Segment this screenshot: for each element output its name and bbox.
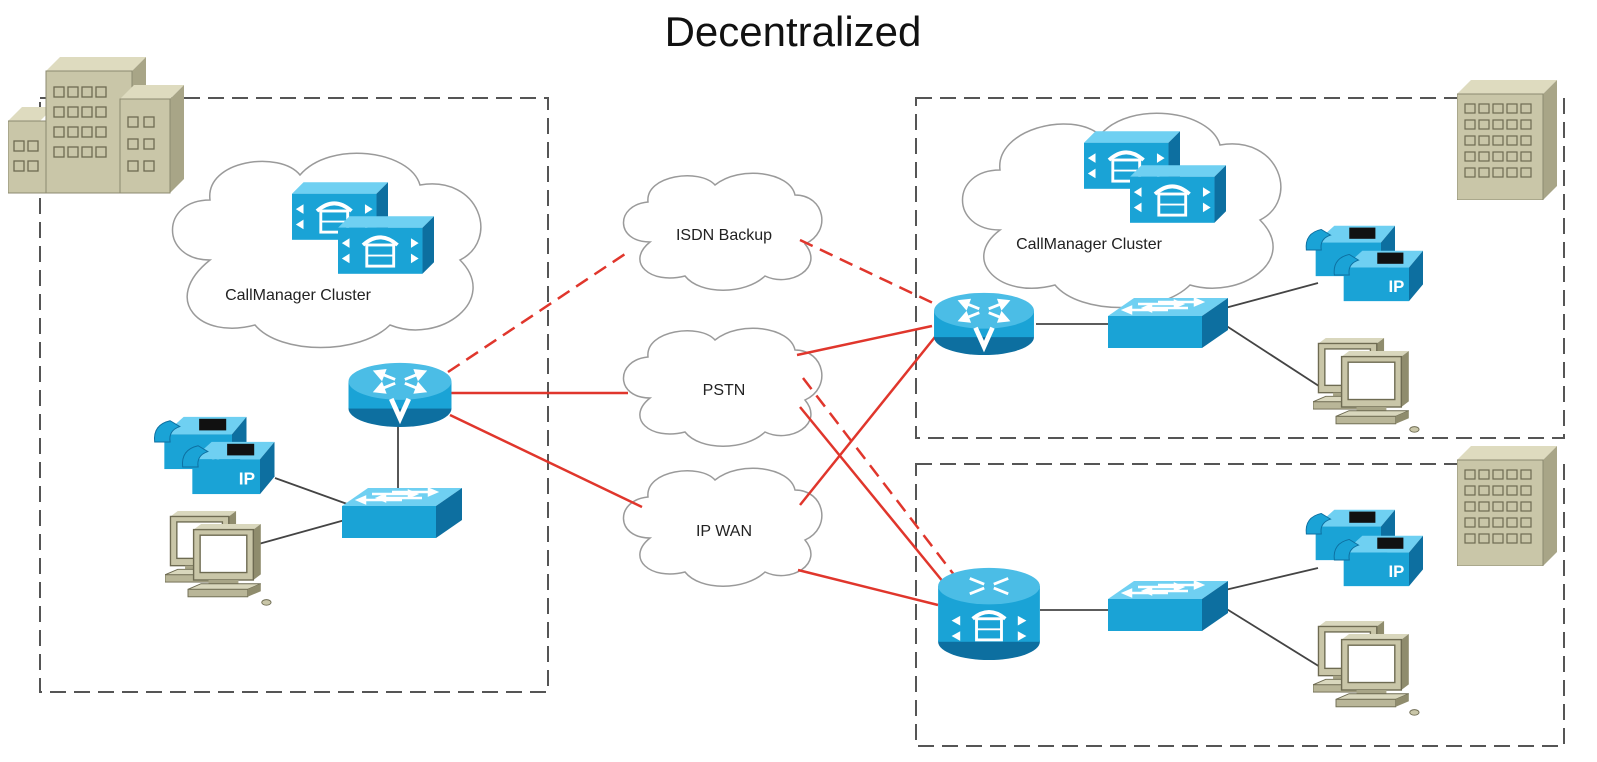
- right-cluster-label: CallManager Cluster: [1016, 236, 1163, 253]
- voice-router-icon: [934, 293, 1034, 355]
- link-ipwan-right-bottom: [797, 568, 939, 607]
- switch-icon: [1108, 298, 1228, 348]
- switch-icon: [1108, 580, 1228, 632]
- ip-phone-icon: [181, 441, 276, 495]
- callmanager-server-icon: [338, 216, 434, 274]
- cloud-icon: [622, 172, 823, 291]
- lan-link: [1224, 607, 1326, 671]
- link-pstn-right-top: [796, 324, 933, 357]
- link-left-ipwan: [449, 413, 643, 509]
- left-cluster-label: CallManager Cluster: [225, 287, 372, 304]
- pstn-label: PSTN: [703, 382, 746, 399]
- lan-link: [1224, 324, 1326, 391]
- ip-phone-icon: [1333, 250, 1424, 302]
- building-icon: [8, 56, 185, 194]
- site-boundary-bottom-right: [915, 463, 1565, 747]
- voice-router-icon: [349, 363, 452, 427]
- link-ipwan-right-top: [799, 336, 936, 506]
- link-pstn-right-bottom-backup: [802, 377, 959, 581]
- pc-icon: [187, 524, 272, 606]
- cloud-icon: [622, 327, 823, 447]
- lan-link: [274, 477, 351, 506]
- diagram-title: Decentralized: [665, 8, 922, 55]
- ip-phone-icon: [1333, 535, 1424, 587]
- pc-icon: [1335, 351, 1420, 433]
- isdn-backup-label: ISDN Backup: [676, 227, 772, 244]
- lan-link: [1224, 567, 1319, 591]
- cloud-icon: [961, 112, 1282, 309]
- lan-link: [254, 519, 346, 546]
- pc-icon: [1335, 634, 1420, 716]
- site-boundary-top-right: [915, 97, 1565, 439]
- site-boundary-left: [39, 97, 549, 693]
- link-pstn-right-bottom: [799, 406, 945, 584]
- building-icon: [1457, 446, 1557, 566]
- gateway-router-icon: [936, 565, 1042, 661]
- ip-wan-label: IP WAN: [696, 523, 752, 540]
- cloud-icon: [622, 467, 823, 587]
- link-isdn-right-top: [799, 238, 936, 306]
- building-icon: [1457, 80, 1557, 200]
- lan-link: [1224, 282, 1319, 309]
- cloud-icon: [171, 152, 482, 349]
- callmanager-server-icon: [1130, 165, 1226, 223]
- switch-icon: [342, 487, 462, 539]
- link-left-isdn: [447, 250, 629, 374]
